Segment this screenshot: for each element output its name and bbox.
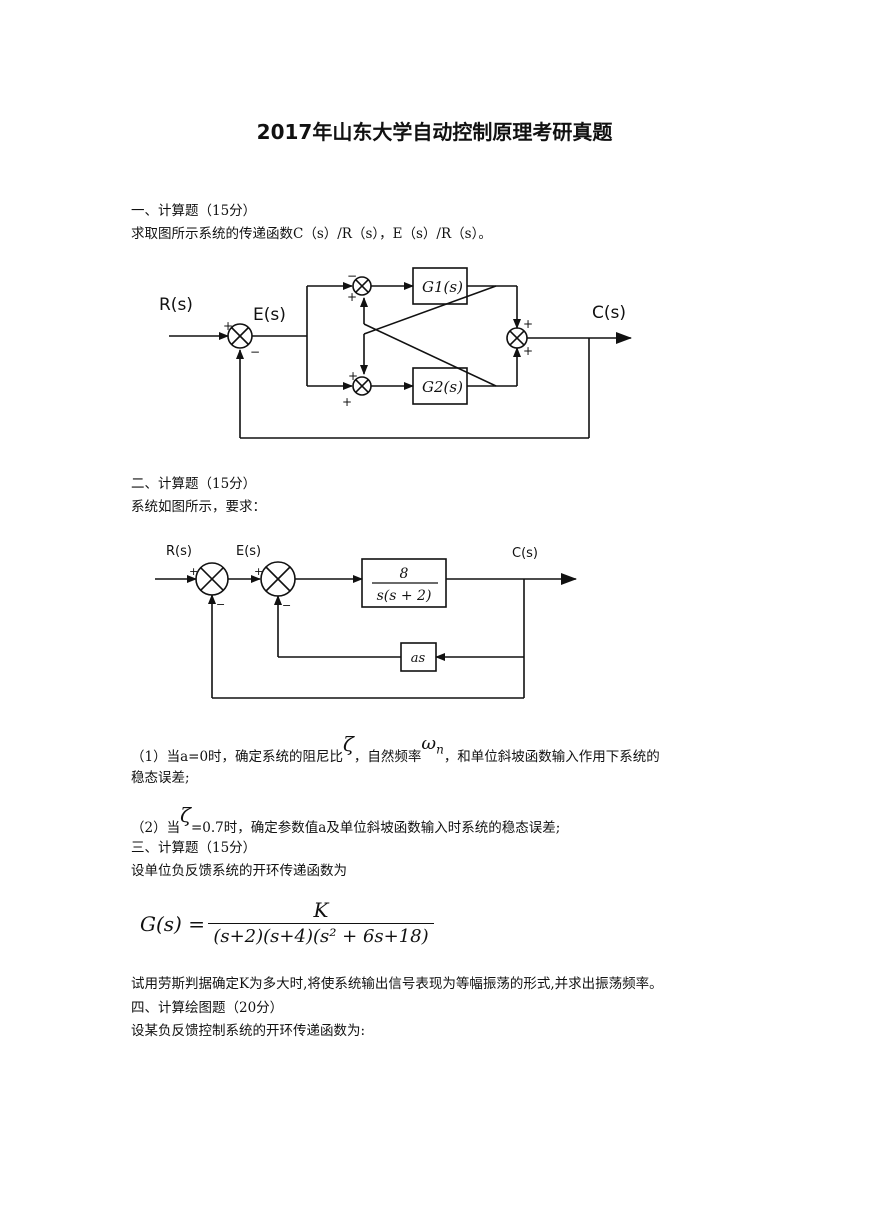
q2-heading: 二、计算题（15分）	[131, 476, 257, 492]
q3-text: 设单位负反馈系统的开环传递函数为	[131, 863, 347, 879]
q2-sign-outer-minus: −	[216, 598, 225, 611]
q3-formula-bar	[208, 923, 434, 924]
q1-sign-upper-minus: −	[347, 269, 357, 283]
q2-part1-text-b: ，自然频率	[353, 749, 422, 765]
q1-text: 求取图所示系统的传递函数C（s）/R（s），E（s）/R（s）。	[131, 226, 492, 242]
q2-part2-zeta: ζ	[180, 803, 191, 827]
q2-sign-outer-plus: +	[189, 565, 198, 578]
q1-heading: 一、计算题（15分）	[131, 203, 257, 219]
q2-block-diagram: R(s) E(s) C(s) 8 s(s + 2) as + − + −	[155, 544, 577, 699]
q1-sign-upper-plus: +	[347, 290, 357, 304]
q3-formula-fraction: K (s+2)(s+4)(s² + 6s+18)	[208, 897, 434, 950]
q2-part2-line: （2）当ζ=0.7时，确定参数值a及单位斜坡函数输入时系统的稳态误差;	[131, 803, 561, 837]
q1-label-output: C(s)	[592, 303, 626, 323]
q2-part1-text-a: （1）当a=0时，确定系统的阻尼比	[131, 749, 344, 765]
page-title: 2017年山东大学自动控制原理考研真题	[256, 120, 613, 144]
q2-label-input: R(s)	[166, 544, 192, 559]
q2-label-output: C(s)	[512, 546, 538, 561]
q1-sign-main-minus: −	[250, 345, 260, 359]
q2-part1-omega-symbol: ω	[421, 733, 437, 754]
q2-part1-omega-subscript: n	[436, 742, 444, 757]
q2-text: 系统如图所示，要求：	[131, 499, 266, 515]
q2-part1-zeta: ζ	[343, 732, 354, 756]
q2-part2-text-a: （2）当	[131, 820, 181, 836]
q2-forward-numerator: 8	[400, 566, 409, 582]
q4-heading: 四、计算绘图题（20分）	[131, 1000, 284, 1016]
q3-formula-denominator: (s+2)(s+4)(s² + 6s+18)	[213, 926, 429, 947]
q2-forward-denominator: s(s + 2)	[377, 588, 432, 604]
q2-part1-omega: ωn	[421, 733, 444, 757]
q1-block-diagram: R(s) E(s) C(s) G1(s) G2(s) + − − + + + +…	[159, 267, 632, 439]
q1-sign-lower-plus-top: +	[348, 369, 358, 383]
q1-sign-output-plus-top: +	[523, 317, 533, 331]
q1-sign-output-plus-bottom: +	[523, 344, 533, 358]
q1-label-g2: G2(s)	[422, 378, 463, 396]
q2-sign-inner-minus: −	[282, 599, 291, 612]
q3-formula-numerator: K	[313, 898, 329, 922]
q1-sign-main-plus: +	[223, 319, 233, 333]
q2-sign-inner-plus: +	[254, 565, 263, 578]
q3-formula-lhs: G(s) =	[140, 912, 205, 936]
q4-text: 设某负反馈控制系统的开环传递函数为:	[131, 1023, 366, 1039]
q3-heading: 三、计算题（15分）	[131, 840, 257, 856]
q2-forward-block	[361, 558, 447, 608]
q1-label-g1: G1(s)	[422, 278, 463, 296]
q2-part2-text-b: =0.7时，确定参数值a及单位斜坡函数输入时系统的稳态误差;	[190, 820, 561, 836]
q2-part1-line1: （1）当a=0时，确定系统的阻尼比ζ，自然频率ωn，和单位斜坡函数输入作用下系统…	[131, 732, 660, 769]
q2-feedback-label: as	[411, 651, 426, 666]
q1-label-input: R(s)	[159, 295, 193, 315]
q2-part1-text-c: ，和单位斜坡函数输入作用下系统的	[443, 749, 660, 765]
q1-label-error: E(s)	[253, 305, 286, 325]
q2-label-error: E(s)	[236, 544, 261, 559]
q2-part1-line2: 稳态误差;	[131, 770, 190, 786]
q3-after-text: 试用劳斯判据确定K为多大时,将使系统输出信号表现为等幅振荡的形式,并求出振荡频率…	[131, 976, 663, 992]
q1-sign-lower-plus-bottom: +	[342, 395, 352, 409]
